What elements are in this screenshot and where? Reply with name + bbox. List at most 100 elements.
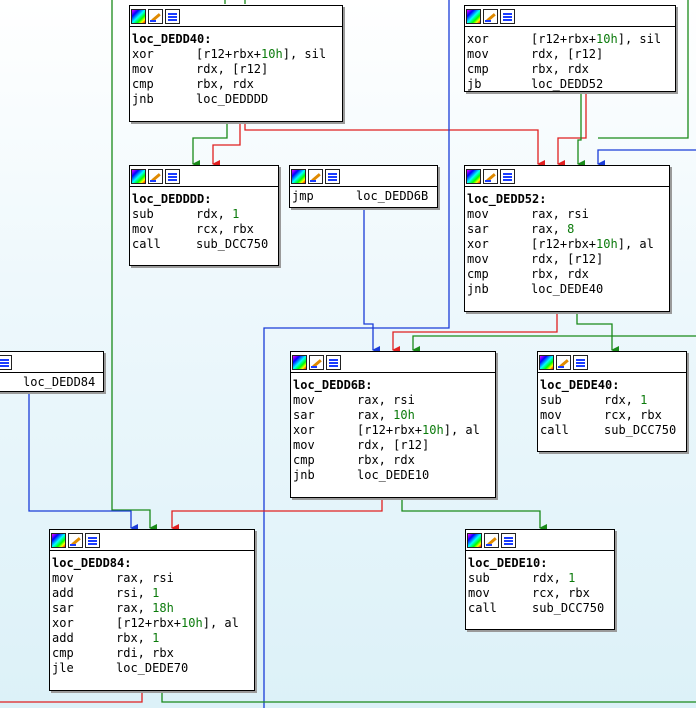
edge-dedd6b-dede10-green	[401, 497, 547, 532]
graph-icon[interactable]	[165, 168, 180, 184]
operand: sub_DCC750	[532, 601, 605, 615]
operand: loc_DEDE40	[531, 282, 604, 296]
graph-icon[interactable]	[500, 168, 515, 184]
mnemonic: sar	[52, 601, 74, 615]
instruction-line[interactable]: mov rdx, [r12]	[467, 252, 667, 267]
edit-icon[interactable]	[68, 532, 83, 548]
graph-icon[interactable]	[0, 354, 12, 370]
edit-icon[interactable]	[483, 168, 498, 184]
palette-icon[interactable]	[131, 8, 146, 24]
operand: rdx, 1	[604, 393, 648, 407]
edit-icon[interactable]	[556, 354, 571, 370]
graph-icon[interactable]	[501, 532, 516, 548]
edge-jmp-dedd6b	[363, 207, 380, 354]
instruction-line[interactable]: sub rdx, 1	[540, 393, 684, 408]
edit-icon[interactable]	[483, 8, 498, 24]
palette-icon[interactable]	[539, 354, 554, 370]
palette-icon[interactable]	[292, 354, 307, 370]
palette-icon[interactable]	[467, 532, 482, 548]
palette-icon[interactable]	[466, 168, 481, 184]
mnemonic: xor	[467, 32, 489, 46]
block-label[interactable]: loc_DEDD84:	[52, 556, 132, 570]
instruction-line[interactable]: xor[r12+rbx+10h], al	[52, 616, 252, 631]
block-label[interactable]: loc_DEDE40:	[540, 378, 620, 392]
palette-icon[interactable]	[51, 532, 66, 548]
operand: rbx, rdx	[357, 453, 415, 467]
mnemonic: call	[540, 423, 569, 437]
instruction-line[interactable]: xor[r12+rbx+10h], al	[293, 423, 493, 438]
graph-icon[interactable]	[325, 168, 340, 184]
instruction-line[interactable]: xor[r12+rbx+10h], sil	[467, 32, 673, 47]
palette-icon[interactable]	[291, 168, 306, 184]
edit-icon[interactable]	[148, 8, 163, 24]
palette-icon[interactable]	[466, 8, 481, 24]
palette-icon[interactable]	[131, 168, 146, 184]
graph-icon[interactable]	[500, 8, 515, 24]
edit-icon[interactable]	[148, 168, 163, 184]
edge-green-left-long	[111, 0, 157, 532]
graph-icon[interactable]	[165, 8, 180, 24]
graph-icon[interactable]	[85, 532, 100, 548]
graph-icon[interactable]	[326, 354, 341, 370]
instruction-line[interactable]: loc_DEDD84	[23, 375, 101, 390]
edge-dedd52-dede40-green	[576, 311, 619, 354]
edit-icon[interactable]	[308, 168, 323, 184]
operand: rax, rsi	[531, 207, 589, 221]
edit-icon[interactable]	[484, 532, 499, 548]
block-label[interactable]: loc_DEDE10:	[468, 556, 548, 570]
mnemonic: mov	[467, 252, 489, 266]
instruction-line[interactable]: xor[r12+rbx+10h], sil	[132, 47, 340, 62]
block-label[interactable]: loc_DEDD40:	[132, 32, 212, 46]
block-label[interactable]: loc_DEDDDD:	[132, 192, 212, 206]
mnemonic: sub	[540, 393, 562, 407]
block-label[interactable]: loc_DEDD52:	[467, 192, 547, 206]
edit-icon[interactable]	[309, 354, 324, 370]
instruction-line[interactable]: xor[r12+rbx+10h], al	[467, 237, 667, 252]
graph-icon[interactable]	[573, 354, 588, 370]
node-left-jump[interactable]: loc_DEDD84	[0, 351, 104, 392]
block-label[interactable]: loc_DEDD6B:	[293, 378, 373, 392]
operand: rdx, [r12]	[531, 252, 604, 266]
